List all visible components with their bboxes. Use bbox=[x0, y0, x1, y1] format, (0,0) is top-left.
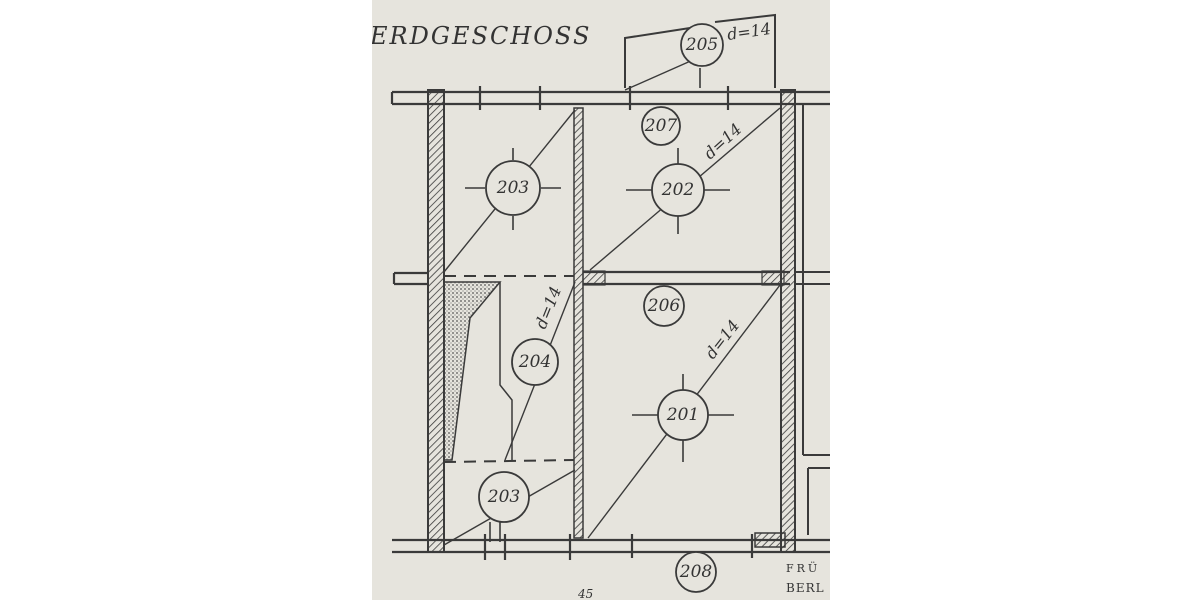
wall-west-stub bbox=[392, 271, 428, 286]
neighbour-wall bbox=[795, 104, 830, 535]
room-label-204: 204 bbox=[518, 352, 551, 372]
corner-text-line-2: BERL bbox=[786, 581, 825, 595]
room-label-208: 208 bbox=[679, 562, 713, 582]
room-label-202: 202 bbox=[661, 180, 694, 200]
edge-mark-bottom: 45 bbox=[577, 587, 593, 600]
wall-west bbox=[427, 89, 445, 553]
cross-wall-pier-left bbox=[582, 270, 606, 286]
room-label-207: 207 bbox=[644, 116, 678, 136]
cross-wall-pier-right bbox=[761, 270, 785, 286]
wall-east bbox=[780, 89, 796, 553]
stair-shaft bbox=[443, 281, 502, 461]
room-label-205: 205 bbox=[685, 35, 718, 55]
annex-outline bbox=[624, 13, 776, 88]
corner-text-line-1: FRÜ bbox=[786, 561, 820, 575]
symbol-ticks bbox=[465, 68, 734, 542]
duct-label-205: d=14 bbox=[726, 19, 772, 44]
room-label-203-upper: 203 bbox=[496, 178, 529, 198]
room-label-203-lower: 203 bbox=[487, 487, 520, 507]
wall-cross-206 bbox=[583, 270, 790, 286]
stair-steps bbox=[499, 282, 513, 460]
wall-north bbox=[390, 86, 830, 110]
wall-center bbox=[573, 107, 584, 539]
duct-label-201: d=14 bbox=[701, 316, 743, 362]
duct-label-204: d=14 bbox=[531, 284, 565, 332]
room-label-201: 201 bbox=[666, 405, 699, 425]
room-label-206: 206 bbox=[647, 296, 681, 316]
dashed-partitions bbox=[443, 275, 575, 463]
drawing-title: ERDGESCHOSS bbox=[369, 22, 591, 50]
south-east-pier bbox=[754, 532, 786, 548]
room-circles bbox=[478, 23, 724, 593]
